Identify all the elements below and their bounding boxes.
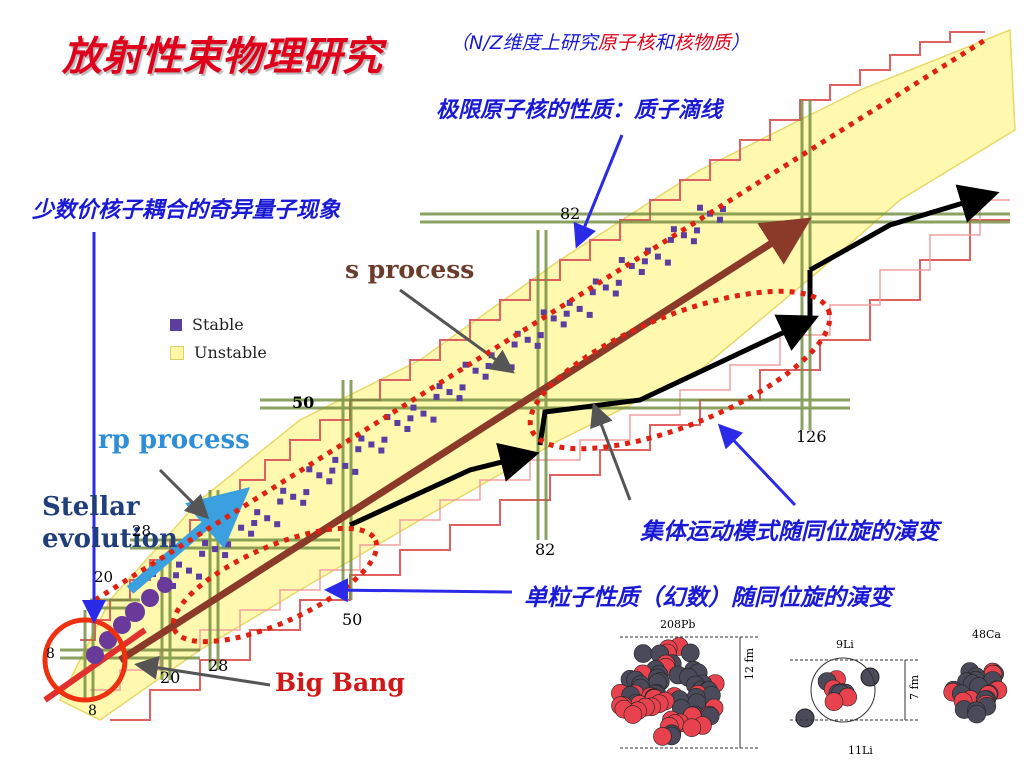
legend-stable: Stable — [170, 315, 244, 334]
collective-arrow — [717, 423, 797, 507]
s-process-pointer — [399, 288, 515, 374]
single-particle-arrow — [324, 578, 513, 603]
stellar-label-line1: Stellar — [42, 492, 140, 522]
magic-20-left: 20 — [94, 568, 114, 586]
collective-highlight — [527, 288, 833, 452]
magic-50-bottom: 50 — [342, 610, 363, 629]
drip-line-arrow — [573, 134, 624, 249]
pb-label: 208Pb — [660, 618, 696, 631]
pb208-nucleus — [611, 637, 725, 746]
legend-unstable: Unstable — [170, 343, 267, 362]
magic-28-left: 28 — [132, 522, 152, 540]
unstable-swatch — [170, 345, 184, 360]
valence-caption: 少数价核子耦合的奇异量子现象 — [32, 197, 341, 223]
ca48-nucleus — [943, 662, 1008, 724]
rp-process-label: rp process — [98, 425, 250, 455]
single-particle-caption: 单粒子性质（幻数）随同位旋的演变 — [524, 584, 892, 611]
r-process-path — [348, 442, 540, 528]
magic-82-bottom: 82 — [535, 540, 556, 559]
li11-label: 11Li — [848, 744, 873, 757]
slide-title: 放射性束物理研究 — [62, 33, 382, 80]
magic-8-left: 8 — [46, 646, 55, 662]
s-process-path — [118, 217, 812, 663]
ca-label: 48Ca — [972, 628, 1001, 641]
stellar-label-line2: evolution — [42, 524, 178, 554]
rp-process-pointer — [158, 468, 210, 520]
magic-82-top: 82 — [560, 204, 581, 223]
nucleus-scale-marks — [620, 636, 920, 749]
magic-20-bottom: 20 — [160, 668, 181, 687]
big-bang-path — [43, 627, 147, 703]
big-bang-pointer — [134, 655, 271, 687]
magic-50-left: 50 — [292, 393, 315, 412]
collective-caption: 集体运动模式随同位旋的演变 — [640, 518, 939, 545]
big-bang-label: Big Bang — [275, 668, 405, 697]
stable-swatch — [170, 318, 182, 331]
magic-28-bottom: 28 — [208, 656, 229, 675]
li11-nucleus — [795, 667, 880, 728]
stellar-evolution-dots — [86, 577, 173, 664]
magic-8-bottom: 8 — [88, 703, 97, 719]
slide-subtitle: （N/Z维度上研究原子核和核物质） — [450, 32, 750, 54]
li9-label: 9Li — [836, 638, 854, 651]
li-size-label: 7 fm — [908, 675, 921, 700]
drip-line-caption: 极限原子核的性质：质子滴线 — [436, 97, 723, 123]
pb-size-label: 12 fm — [743, 648, 756, 680]
single-particle-highlight — [170, 525, 380, 645]
s-process-label: s process — [345, 255, 475, 284]
r-process-pointer — [590, 402, 632, 501]
magic-126: 126 — [796, 427, 827, 446]
